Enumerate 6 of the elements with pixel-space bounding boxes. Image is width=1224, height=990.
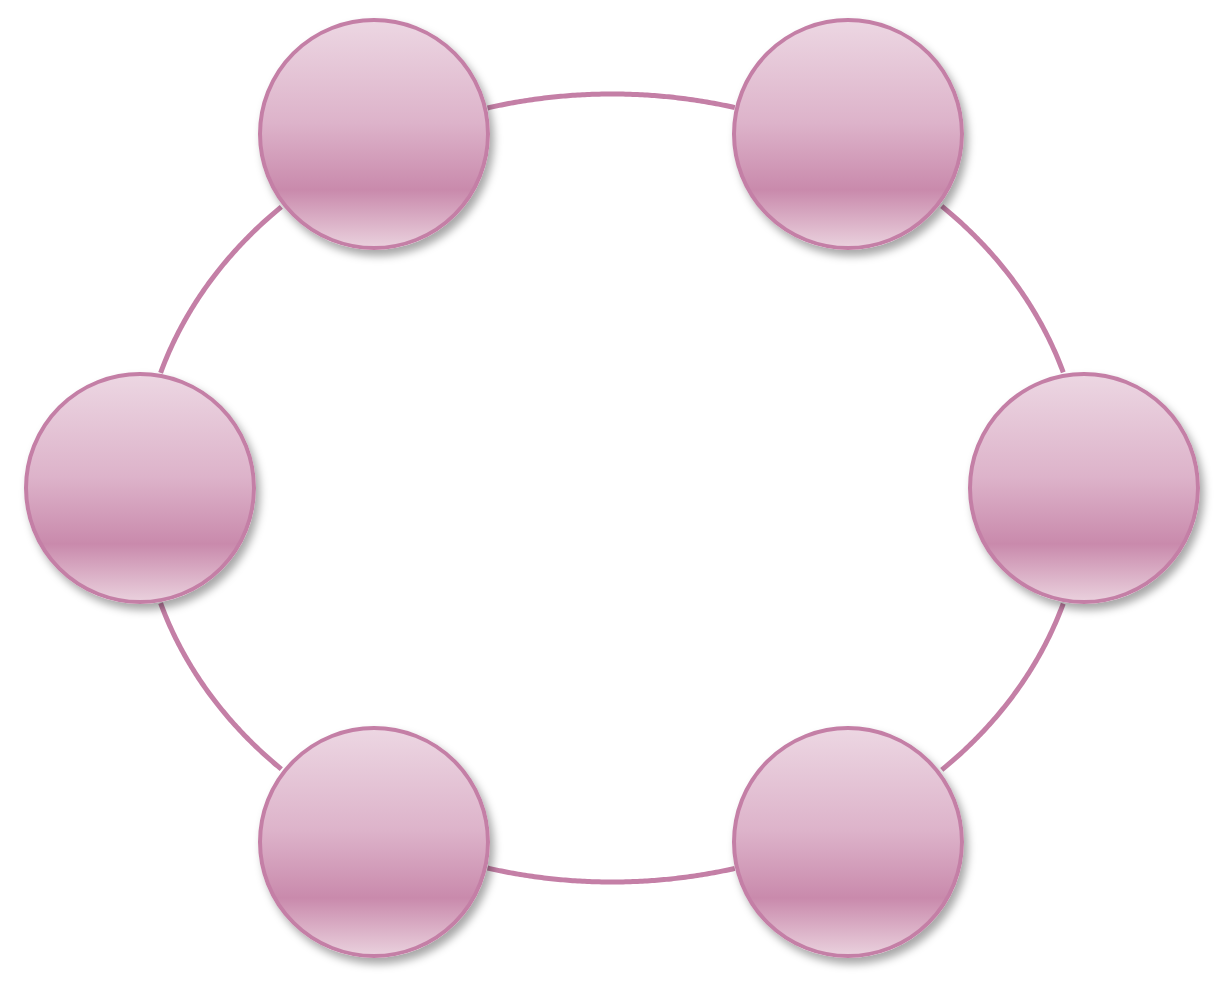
- connector-line: [158, 204, 283, 374]
- connector-line: [940, 602, 1066, 772]
- connector-line: [487, 865, 736, 885]
- connector-line: [158, 602, 283, 772]
- connector-line: [940, 204, 1066, 374]
- connector-line: [487, 91, 736, 111]
